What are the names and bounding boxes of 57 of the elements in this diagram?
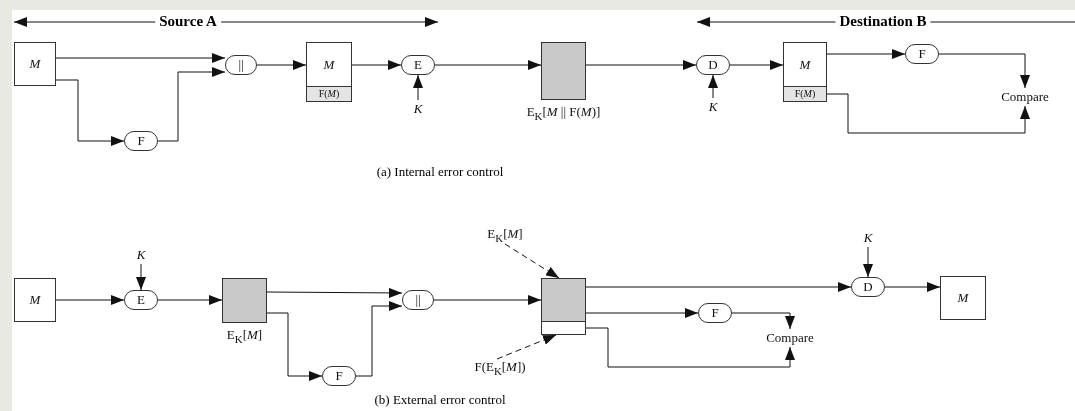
- arrow: [826, 93, 1030, 134]
- arrow: [256, 60, 307, 70]
- message-box: M: [940, 276, 986, 320]
- arrow: [355, 301, 403, 377]
- arrow: [55, 53, 226, 63]
- arrow: [585, 282, 852, 292]
- function-node: F: [124, 131, 158, 151]
- message-box: [783, 42, 827, 102]
- block-caption: E$_{K}$[M]: [226, 328, 263, 345]
- key-label: K: [705, 98, 721, 116]
- leader-text: E$_{K}$[M]: [472, 226, 538, 244]
- key-label: K: [410, 100, 426, 118]
- arrow: [585, 308, 699, 318]
- arrow: [157, 67, 226, 142]
- arrow: [884, 282, 941, 292]
- compare-label: Compare: [990, 88, 1060, 106]
- checksum-text: F(M): [307, 86, 351, 101]
- function-node: F: [322, 366, 356, 386]
- leader-text: F(E$_{K}$[M]): [452, 359, 548, 377]
- encrypt-node: E: [401, 55, 435, 75]
- function-node: F: [698, 303, 732, 323]
- encrypt-node: E: [124, 290, 158, 310]
- arrow: [585, 327, 795, 368]
- arrow: [266, 287, 403, 298]
- arrow: [731, 312, 795, 330]
- arrow: [413, 74, 423, 101]
- key-label: K: [860, 229, 876, 247]
- key-label: K: [133, 246, 149, 264]
- arrow: [55, 295, 125, 305]
- leader-line: [496, 334, 557, 360]
- block-caption: E$_{K}$[M || F(M)]: [526, 105, 601, 122]
- function-node: F: [905, 44, 939, 64]
- arrow: [729, 60, 784, 70]
- checksum-text: F(M): [784, 86, 826, 101]
- message-text: M: [322, 55, 336, 74]
- leader-line: [504, 243, 560, 279]
- arrow: [708, 74, 718, 99]
- decrypt-node: D: [696, 55, 730, 75]
- arrow: [826, 49, 906, 59]
- decrypt-node: D: [851, 277, 885, 297]
- arrow: [585, 60, 697, 70]
- arrow: [136, 263, 146, 291]
- message-box: M: [14, 278, 56, 322]
- arrow: [351, 60, 402, 70]
- arrow: [863, 246, 873, 278]
- arrow: [55, 79, 125, 146]
- compare-label: Compare: [755, 329, 825, 347]
- message-box: M: [14, 42, 56, 86]
- arrow: [266, 312, 323, 381]
- arrow: [938, 53, 1030, 89]
- ciphertext-block: [541, 278, 586, 322]
- arrow: [433, 295, 542, 305]
- message-box: [306, 42, 352, 102]
- arrow: [157, 295, 223, 305]
- arrow: [434, 60, 542, 70]
- message-text: M: [798, 55, 812, 74]
- checksum-block: [541, 321, 586, 335]
